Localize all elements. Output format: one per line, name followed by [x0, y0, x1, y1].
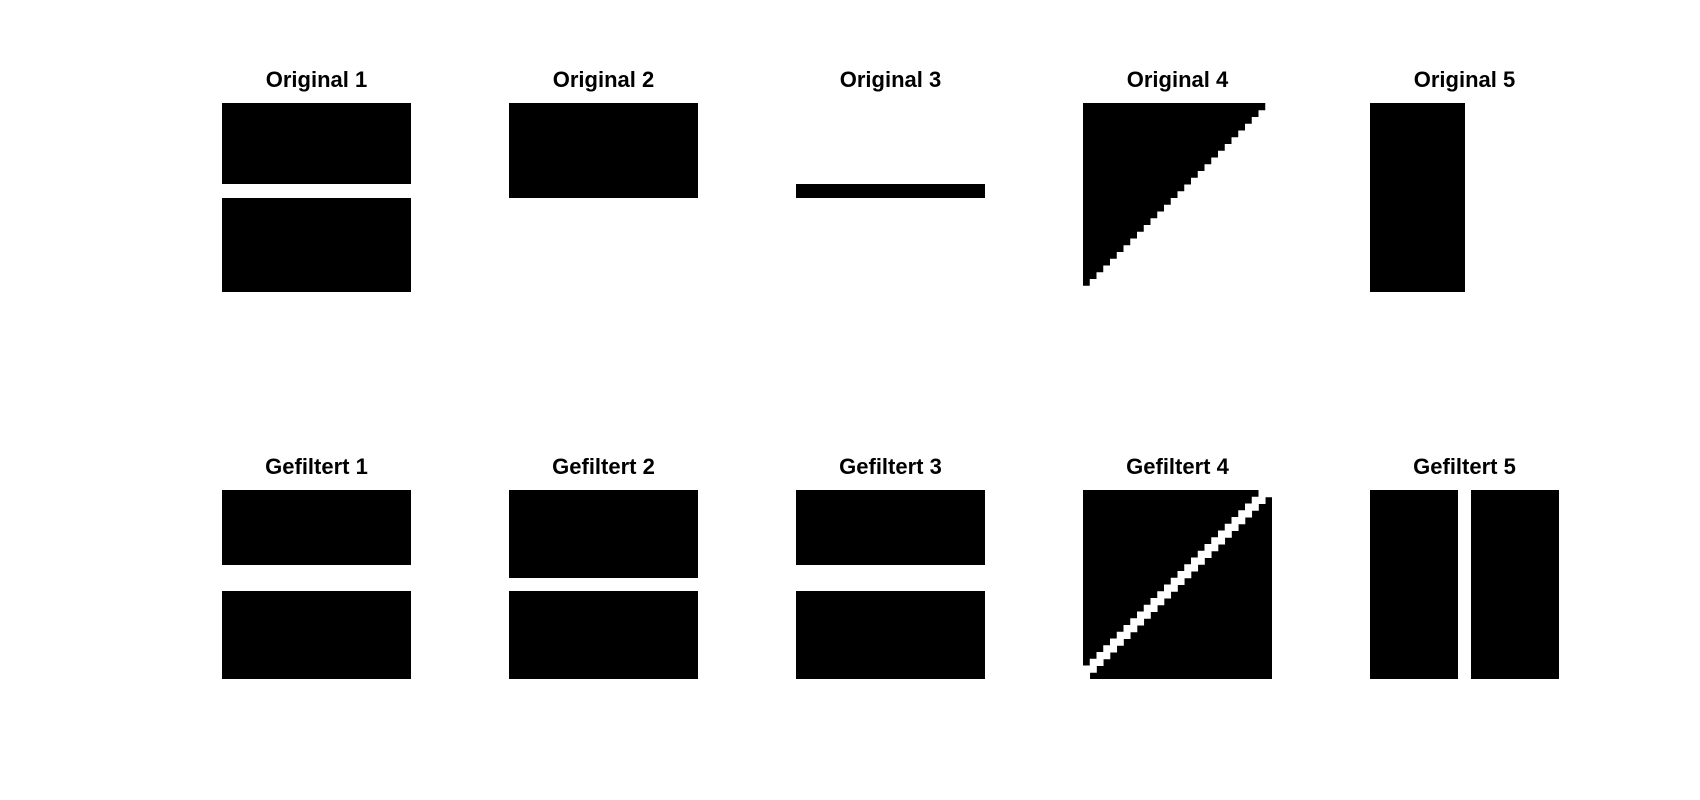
- binary-image: [509, 103, 698, 198]
- band-step: [1170, 577, 1185, 585]
- stair-step: [1083, 258, 1110, 266]
- band-step: [1089, 658, 1104, 666]
- band-step: [1096, 652, 1111, 660]
- band-step: [1191, 557, 1205, 565]
- band-step: [1251, 496, 1266, 504]
- stair-step: [1083, 251, 1117, 259]
- band-step: [1083, 672, 1091, 679]
- band-step: [1137, 611, 1151, 619]
- stair-step: [1083, 211, 1158, 219]
- panel-title: Gefiltert 2: [552, 454, 655, 479]
- band-step: [1177, 571, 1192, 579]
- stair-step: [1083, 150, 1218, 158]
- panel-title: Gefiltert 4: [1126, 454, 1229, 479]
- stair-step: [1083, 197, 1171, 205]
- black-block: [222, 198, 411, 292]
- staircase-triangle: [1083, 103, 1266, 286]
- band-step: [1204, 544, 1219, 552]
- stair-step: [1083, 116, 1252, 124]
- band-step: [1150, 598, 1165, 606]
- stair-step: [1083, 136, 1232, 144]
- stair-step: [1083, 238, 1131, 246]
- panel-title: Gefiltert 3: [839, 454, 942, 479]
- stair-step: [1083, 265, 1104, 273]
- band-step: [1130, 618, 1145, 626]
- binary-image: [222, 103, 411, 292]
- black-block: [509, 591, 698, 679]
- stair-step: [1083, 143, 1225, 151]
- stair-step: [1083, 130, 1239, 138]
- stair-step: [1083, 244, 1124, 252]
- band-step: [1224, 523, 1239, 531]
- binary-image: [1083, 490, 1272, 679]
- band-step: [1231, 517, 1246, 525]
- panel-title: Original 2: [552, 67, 655, 92]
- band-step: [1123, 625, 1138, 633]
- stair-step: [1083, 278, 1090, 286]
- band-step: [1258, 490, 1272, 498]
- panel-title: Gefiltert 5: [1413, 454, 1516, 479]
- stair-step: [1083, 103, 1266, 111]
- stair-step: [1083, 204, 1164, 212]
- panel-title: Original 1: [265, 67, 368, 92]
- black-block: [509, 103, 698, 198]
- stair-step: [1083, 157, 1212, 165]
- stair-step: [1083, 170, 1198, 178]
- stair-step: [1083, 109, 1259, 117]
- band-step: [1211, 537, 1226, 545]
- stair-step: [1083, 163, 1205, 171]
- band-step: [1218, 530, 1232, 538]
- band-step: [1238, 510, 1253, 518]
- black-block: [1370, 490, 1458, 679]
- black-block: [222, 103, 411, 184]
- panel-title: Gefiltert 1: [265, 454, 368, 479]
- binary-image: [1370, 103, 1465, 292]
- band-step: [1143, 604, 1158, 612]
- band-step: [1197, 550, 1212, 558]
- band-step: [1116, 631, 1131, 639]
- panel-title: Original 5: [1413, 67, 1516, 92]
- stair-step: [1083, 190, 1178, 198]
- black-block: [1370, 103, 1465, 292]
- band-step: [1103, 645, 1118, 653]
- band-step: [1110, 638, 1124, 646]
- binary-image: [1083, 103, 1266, 286]
- band-step: [1083, 665, 1097, 673]
- black-block: [796, 184, 985, 198]
- band-step: [1164, 584, 1178, 592]
- diagonal-white-band: [1083, 490, 1272, 679]
- black-block: [509, 490, 698, 578]
- band-step: [1245, 503, 1259, 511]
- panel-title: Original 4: [1126, 67, 1229, 92]
- black-block: [796, 591, 985, 679]
- black-block: [796, 490, 985, 565]
- stair-step: [1083, 184, 1185, 192]
- band-step: [1184, 564, 1199, 572]
- stair-step: [1083, 224, 1144, 232]
- band-step: [1157, 591, 1172, 599]
- stair-step: [1083, 217, 1151, 225]
- stair-step: [1083, 123, 1245, 131]
- black-block: [222, 591, 411, 679]
- stair-step: [1083, 177, 1191, 185]
- black-block: [1471, 490, 1559, 679]
- stair-step: [1083, 271, 1097, 279]
- binary-image: [1370, 490, 1559, 679]
- panel-title: Original 3: [839, 67, 942, 92]
- binary-image: [796, 490, 985, 679]
- binary-image: [509, 490, 698, 679]
- stair-step: [1083, 231, 1137, 239]
- binary-image: [796, 184, 985, 198]
- black-block: [222, 490, 411, 565]
- binary-image: [222, 490, 411, 679]
